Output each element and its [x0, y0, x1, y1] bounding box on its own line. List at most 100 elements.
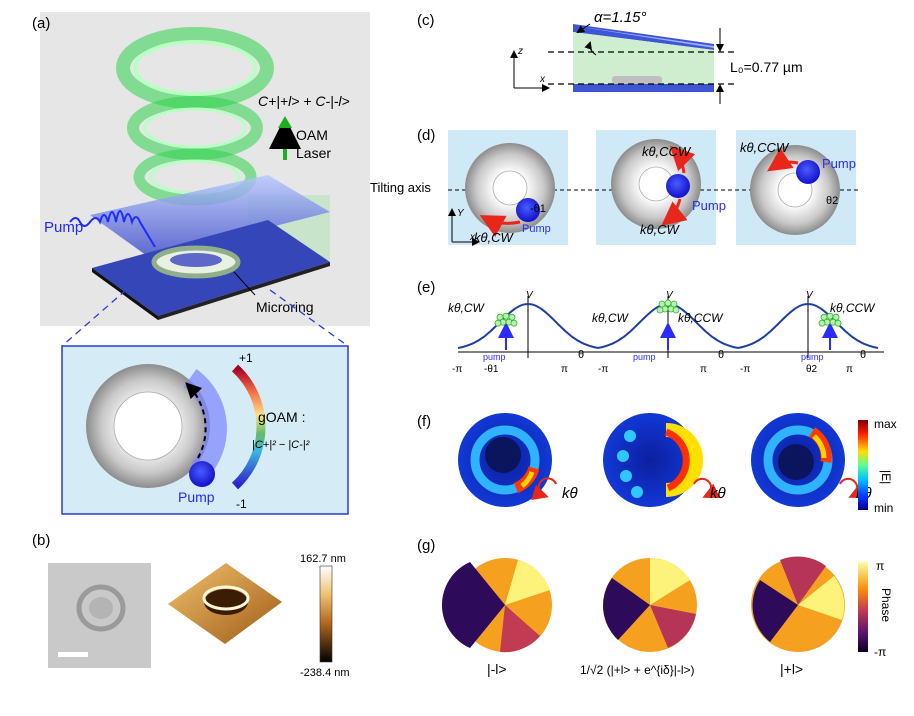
inset-rainbow-scale [231, 364, 266, 490]
inset-scale-bottom: -1 [236, 497, 247, 511]
e3-pump-label: pump [801, 352, 824, 362]
g-phase-1 [441, 558, 552, 653]
e3-tick-2: π [846, 364, 853, 375]
e2-pump-label: pump [633, 352, 656, 362]
f2-k-label: kθ [710, 485, 726, 502]
panel-d-label: (d) [417, 127, 435, 144]
state-formula: C+|+l> + C-|-l> [258, 93, 350, 109]
microring-pointer [233, 271, 256, 296]
d-ring-3 [750, 145, 840, 235]
e1-k-left: kθ,CW [448, 301, 486, 315]
afm-max-label: 162.7 nm [300, 553, 346, 565]
f-colorbar [858, 420, 868, 510]
panel-f: (f) kθ kθ kθ ma [417, 413, 897, 515]
f-field-1 [458, 413, 552, 507]
e3-tick-0: -π [740, 364, 750, 375]
g-caption-1: |-l> [487, 661, 507, 677]
panel-b-label: (b) [32, 532, 50, 549]
d3-k-label: kθ,CCW [740, 140, 790, 155]
e1-theta-label: θ [578, 349, 584, 361]
afm-min-label: -238.4 nm [300, 667, 350, 679]
e3-photon-dot [834, 319, 842, 327]
e3-potential-curve [737, 302, 879, 349]
panel-e-label: (e) [417, 279, 435, 296]
e2-photon-dot [656, 306, 664, 314]
panel-g-label: (g) [417, 537, 435, 554]
microring-label: Microring [256, 299, 314, 315]
pump-wave [69, 210, 156, 248]
e1-pump-label: pump [483, 352, 506, 362]
oam-label: OAM [296, 127, 328, 143]
f-colorbar-title: |E| [879, 470, 893, 484]
d2-k-top-label: kθ,CCW [642, 144, 692, 159]
oam-inset: +1 -1 gOAM : |C+|² − |C-|² Pump [61, 345, 349, 515]
e2-theta-label: θ [718, 349, 724, 361]
e2-photon-dot [672, 306, 680, 314]
f-field-3 [751, 413, 845, 507]
d-ring-2 [611, 139, 701, 229]
e1-v-label: V [526, 290, 534, 301]
inset-g-formula: |C+|² − |C-|² [252, 439, 310, 451]
d-ring-1 [465, 143, 555, 238]
e3-photon-dot [818, 319, 826, 327]
e1-photon-dot [508, 313, 516, 321]
c-axis-z: z [517, 46, 523, 57]
panel-a: (a) C+|+l> + C-|-l> OAM Laser Pump Micro… [32, 12, 370, 515]
d2-pump-label: Pump [692, 198, 726, 213]
scale-bar [58, 652, 88, 657]
d-axis-y: Y [457, 208, 465, 219]
afm-colorbar [319, 565, 333, 663]
inset-g-label: gOAM : [258, 409, 305, 425]
g-colorbar-title: Phase [879, 588, 893, 622]
inset-scale-top: +1 [239, 351, 253, 365]
g-colorbar-min: -π [874, 645, 886, 659]
panel-e: (e) kθ,CW kθ,CW kθ,CCW kθ,CCW -π -θ1 π -… [417, 279, 884, 375]
panel-c-label: (c) [417, 12, 435, 29]
laser-label: Laser [296, 145, 331, 161]
f-colorbar-max: max [874, 417, 897, 431]
e2-v-label: V [666, 290, 674, 301]
c-axis-x: x [539, 74, 546, 85]
e3-tick-1: θ2 [806, 364, 818, 375]
inset-dashed-arrow [185, 382, 207, 459]
panel-g: (g) |-l> 1/√2 (|+l> + e^{iδ}|-l>) |+l> π… [417, 537, 893, 677]
g-phase-2 [603, 557, 697, 652]
inset-pump-spot [189, 461, 215, 487]
d3-theta-label: θ2 [826, 195, 838, 207]
g-caption-2: 1/√2 (|+l> + e^{iδ}|-l>) [580, 663, 695, 677]
e2-photon-dot [670, 300, 678, 308]
e2-k-right: kθ,CCW [678, 311, 724, 325]
f1-rotation-arrow [531, 477, 557, 501]
f-field-2 [603, 413, 703, 507]
d1-theta-label: -θ1 [530, 203, 546, 215]
d1-k-label: kθ,CW [474, 230, 515, 245]
d-axis-x: x [469, 232, 476, 243]
e2-tick-1: π [700, 364, 707, 375]
panel-b: (b) 162.7 nm -238.4 nm [32, 532, 350, 679]
pump-label: Pump [44, 219, 83, 236]
bottom-mirror [573, 84, 714, 92]
e-plots [457, 296, 884, 358]
e1-photon-dot [494, 319, 502, 327]
e1-tick-1: -θ1 [484, 364, 499, 375]
panel-c: (c) α=1.15° L₀=0.77 µm z x [417, 9, 803, 104]
e1-photon-dot [510, 319, 518, 327]
e2-k-left: kθ,CW [592, 311, 630, 325]
e3-k-right: kθ,CCW [830, 301, 876, 315]
g-colorbar [858, 562, 868, 652]
e2-tick-0: -π [598, 364, 608, 375]
g-colorbar-max: π [876, 559, 884, 573]
d1-pump-label: Pump [522, 223, 551, 235]
e1-tick-0: -π [452, 364, 462, 375]
e3-theta-label: θ [860, 349, 866, 361]
d2-k-bottom-label: kθ,CW [640, 222, 681, 237]
panel-a-label: (a) [32, 15, 50, 32]
e1-tick-2: π [561, 364, 568, 375]
d3-pump-label: Pump [822, 156, 856, 171]
tilting-axis-label: Tilting axis [370, 180, 431, 195]
f1-k-label: kθ [562, 485, 578, 502]
e1-photon-dot [502, 312, 510, 320]
panel-f-label: (f) [417, 413, 431, 430]
inset-pump-label: Pump [178, 489, 215, 505]
g-phase-3 [751, 556, 845, 652]
